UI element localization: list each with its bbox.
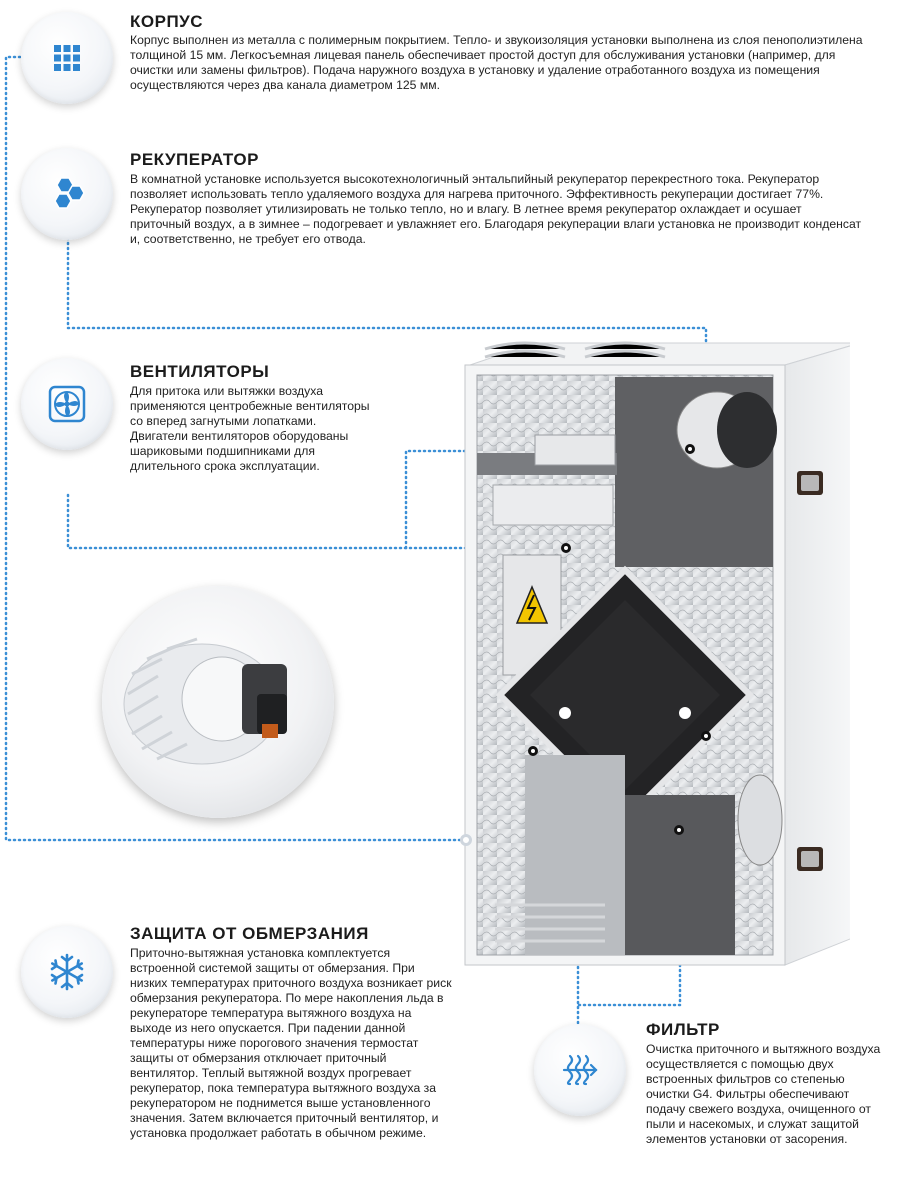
ventilyatory-text: Для притока или вытяжки воздуха применяю… bbox=[130, 384, 370, 473]
zashchita-text: Приточно-вытяжная установка комплектуетс… bbox=[130, 946, 452, 1140]
callout-dot-filter-left bbox=[528, 746, 538, 756]
hexagon-cells-icon bbox=[54, 177, 85, 209]
callout-dot-fan-top bbox=[685, 444, 695, 454]
callout-dot-recuperator bbox=[701, 731, 711, 741]
callout-dot-filter-right bbox=[674, 825, 684, 835]
ventilyatory-badge bbox=[21, 358, 113, 450]
rekuperator-badge bbox=[21, 148, 113, 240]
filtr-text: Очистка приточного и вытяжного воздуха о… bbox=[646, 1042, 881, 1146]
callout-dot-fan-bottom bbox=[561, 543, 571, 553]
zashchita-title: ЗАЩИТА ОТ ОБМЕРЗАНИЯ bbox=[130, 924, 369, 943]
snowflake-icon bbox=[50, 953, 84, 991]
korpus-badge bbox=[21, 12, 113, 104]
rekuperator-title: РЕКУПЕРАТОР bbox=[130, 150, 259, 169]
ventilyatory-title: ВЕНТИЛЯТОРЫ bbox=[130, 362, 270, 381]
filtr-title: ФИЛЬТР bbox=[646, 1020, 720, 1039]
korpus-text: Корпус выполнен из металла с полимерным … bbox=[130, 33, 863, 92]
fan-icon bbox=[48, 385, 86, 423]
grid-icon bbox=[54, 45, 80, 71]
filter-icon bbox=[562, 1054, 598, 1086]
centrifugal-fan-photo bbox=[102, 586, 334, 818]
filtr-badge bbox=[534, 1024, 626, 1116]
korpus-title: КОРПУС bbox=[130, 12, 204, 31]
callout-dot-body bbox=[460, 834, 472, 846]
rekuperator-text: В комнатной установке используется высок… bbox=[130, 172, 862, 246]
zashchita-badge bbox=[21, 926, 113, 1018]
ventilation-unit-illustration bbox=[464, 341, 850, 966]
